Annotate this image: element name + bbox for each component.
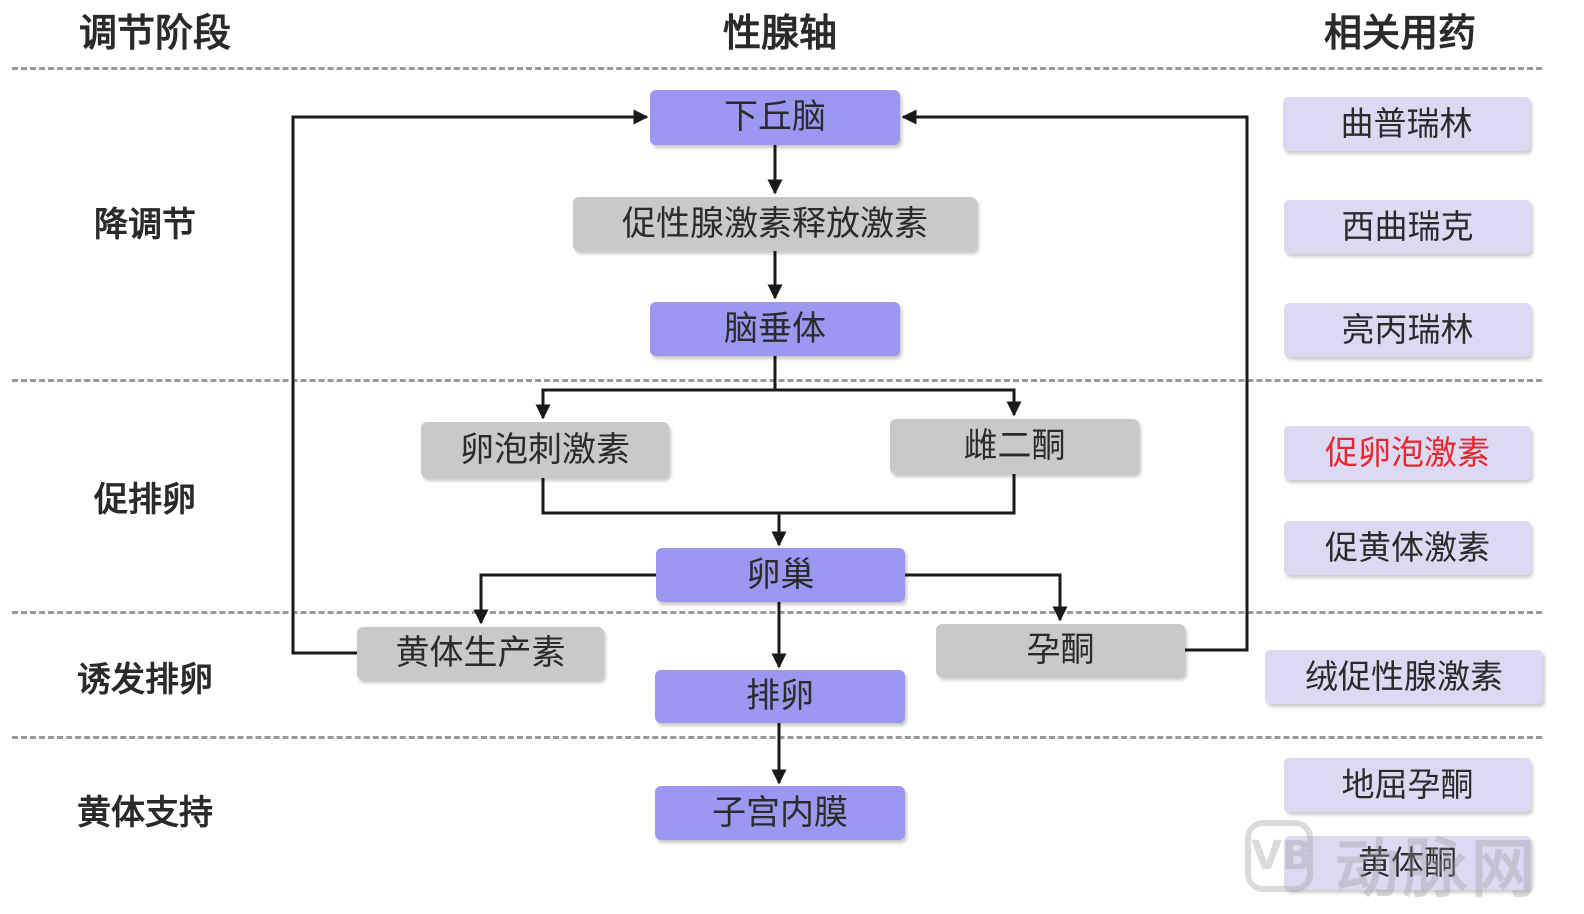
divider-downregulation	[12, 379, 1542, 382]
line-fsh-merge	[541, 474, 1016, 515]
drug-progesterone: 黄体酮	[1284, 836, 1531, 890]
node-endometrium: 子宫内膜	[655, 786, 905, 840]
drug-triptorelin: 曲普瑞林	[1283, 97, 1530, 151]
node-fsh: 卵泡刺激素	[421, 422, 669, 478]
header-axis: 性腺轴	[722, 11, 837, 55]
arrow-feedback-progesterone	[901, 109, 1249, 652]
stage-label-downregulation: 降调节	[94, 205, 196, 245]
arrow-pituitary-estradiol	[775, 388, 1022, 417]
arrow-feedback-luteal	[291, 109, 649, 655]
node-luteal-hormone: 黄体生产素	[357, 627, 604, 680]
header-stage: 调节阶段	[78, 11, 231, 55]
node-hypothalamus: 下丘脑	[650, 90, 900, 145]
node-estradiol: 雌二酮	[890, 419, 1139, 474]
drug-dydrogesterone: 地屈孕酮	[1284, 758, 1531, 812]
drug-lh: 促黄体激素	[1284, 521, 1531, 575]
node-pituitary: 脑垂体	[650, 302, 900, 356]
arrow-ovary-luteal	[473, 573, 656, 625]
divider-trigger	[12, 736, 1542, 739]
drug-fsh: 促卵泡激素	[1284, 426, 1531, 480]
stage-label-stimulation: 促排卵	[94, 480, 196, 520]
drug-cetrorelix: 西曲瑞克	[1284, 200, 1531, 254]
stage-label-luteal-support: 黄体支持	[77, 793, 213, 833]
node-ovulation: 排卵	[655, 670, 905, 723]
header-drugs: 相关用药	[1323, 11, 1476, 55]
node-gnrh: 促性腺激素释放激素	[573, 197, 977, 251]
divider-header	[12, 67, 1542, 70]
node-ovary: 卵巢	[656, 548, 905, 602]
arrow-pituitary-fsh	[535, 388, 775, 420]
node-progesterone: 孕酮	[936, 624, 1185, 677]
arrow-ovary-progesterone	[905, 573, 1068, 622]
drug-hcg: 绒促性腺激素	[1265, 650, 1543, 704]
drug-leuprorelin: 亮丙瑞林	[1284, 303, 1531, 357]
divider-stimulation	[12, 611, 1542, 614]
stage-label-trigger: 诱发排卵	[77, 660, 213, 700]
